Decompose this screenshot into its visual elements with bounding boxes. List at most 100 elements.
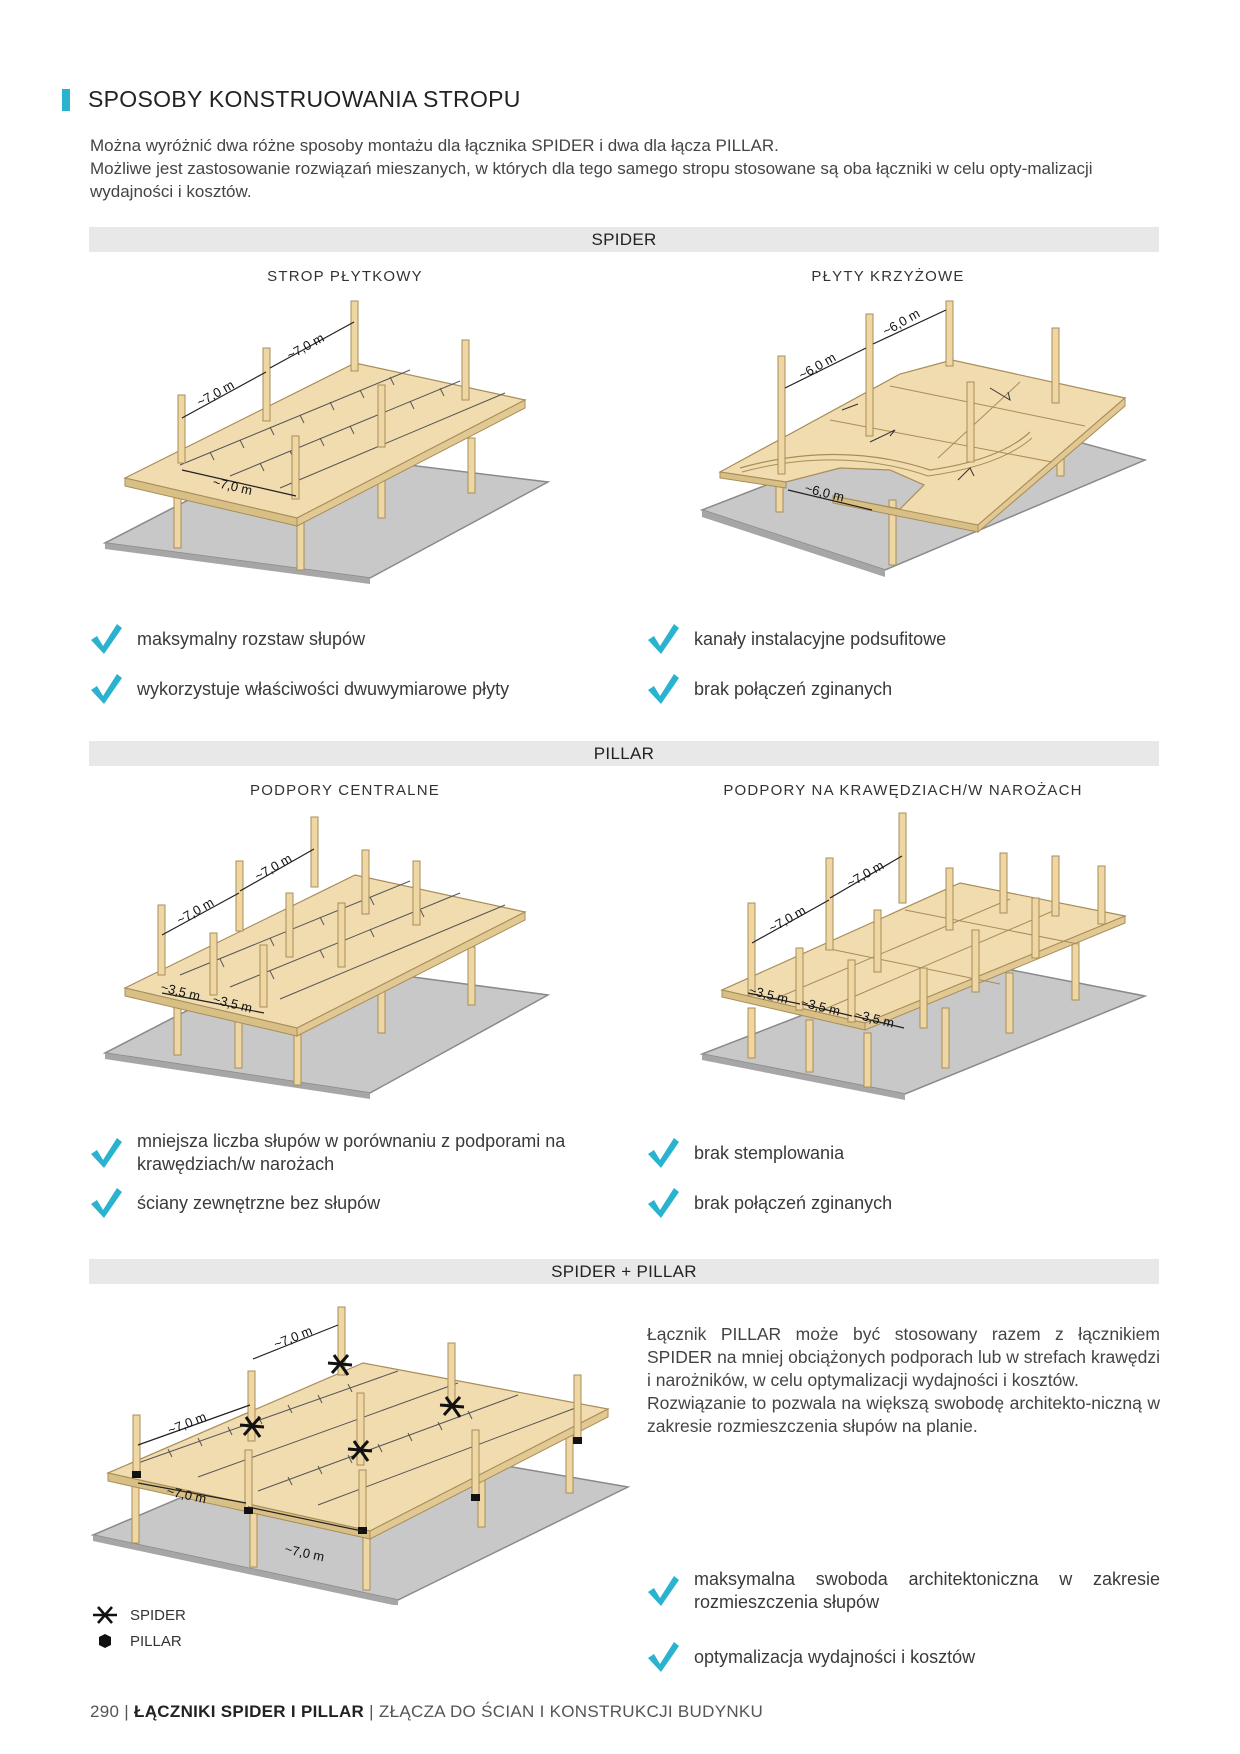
column [291, 435, 300, 500]
band-spider-pillar: SPIDER + PILLAR [89, 1259, 1159, 1284]
check-item: ściany zewnętrzne bez słupów [89, 1186, 380, 1220]
dimension-label: ~7,0 m [194, 377, 236, 410]
checkmark-icon [91, 1138, 122, 1168]
dimension-line [872, 309, 947, 345]
check-item: mniejsza liczba słupów w porównaniu z po… [89, 1130, 617, 1176]
column [209, 932, 218, 996]
dimension-label: ~7,0 m [252, 851, 294, 884]
pillar-icon [99, 1634, 111, 1648]
page-footer: 290 | ŁĄCZNIKI SPIDER I PILLAR | ZŁĄCZA … [90, 1702, 763, 1722]
checkmark-icon [91, 1188, 122, 1218]
combo-description: Łącznik PILLAR może być stosowany razem … [647, 1323, 1160, 1438]
check-item: wykorzystuje właściwości dwuwymiarowe pł… [89, 672, 509, 706]
page-number: 290 [90, 1702, 120, 1721]
illustration-spider-pillar: ~7,0 m ~7,0 m ~7,0 m ~7,0 m [90, 1306, 631, 1605]
column [805, 1019, 814, 1073]
column [337, 1306, 346, 1376]
column [795, 947, 804, 1011]
column [235, 860, 244, 932]
dimension-label: ~7,0 m [766, 903, 808, 936]
column [249, 1504, 258, 1568]
checkmark-icon [91, 624, 122, 654]
column [971, 929, 980, 993]
column [377, 384, 386, 448]
column [999, 852, 1008, 914]
check-item: brak połączeń zginanych [646, 1186, 892, 1220]
column [361, 849, 370, 915]
intro-paragraph: Można wyróżnić dwa różne sposoby montażu… [90, 134, 1160, 203]
column [471, 1429, 480, 1499]
band-pillar: PILLAR [89, 741, 1159, 766]
dimension-line [239, 848, 315, 892]
dimension-label: ~7,0 m [844, 858, 886, 891]
subtitle-strop-plytkowy: STROP PŁYTKOWY [267, 268, 423, 285]
pillar-marker [132, 1437, 582, 1534]
dimension-line [181, 371, 267, 419]
checkmark-icon [648, 1188, 679, 1218]
column [467, 437, 476, 494]
column [177, 394, 186, 464]
column [898, 812, 907, 904]
dimension-line [252, 1324, 339, 1360]
spider-marker [239, 1416, 265, 1438]
dimension-line [213, 1002, 265, 1014]
dimension-line [801, 1003, 853, 1017]
column [966, 381, 975, 463]
column [888, 499, 897, 566]
column [1071, 937, 1080, 1001]
subtitle-plyty-krzyzowe: PŁYTY KRZYŻOWE [811, 268, 965, 285]
column [337, 902, 346, 968]
column [919, 967, 928, 1029]
dimension-label: ~6,0 m [880, 306, 922, 339]
dimension-label: ~7,0 m [284, 330, 326, 363]
column [310, 816, 319, 888]
dimension-line [784, 347, 867, 389]
check-item: brak połączeń zginanych [646, 672, 892, 706]
check-item: kanały instalacyjne podsufitowe [646, 622, 946, 656]
footer-section: ZŁĄCZA DO ŚCIAN I KONSTRUKCJI BUDYNKU [378, 1702, 764, 1721]
footer-separator: | [124, 1702, 130, 1721]
dimension-label: ~6,0 m [796, 350, 838, 383]
check-item: optymalizacja wydajności i kosztów [646, 1640, 975, 1674]
column [945, 867, 954, 931]
checkmark-icon [648, 674, 679, 704]
spider-icon [93, 1606, 117, 1624]
section-heading: SPOSOBY KONSTRUOWANIA STROPU [62, 86, 521, 113]
column [747, 902, 756, 996]
dimension-label: ~7,0 m [174, 895, 216, 928]
spider-marker [347, 1440, 373, 1462]
checkmark-icon [648, 1576, 679, 1606]
column [565, 1432, 574, 1494]
combo-text-1: Łącznik PILLAR może być stosowany razem … [647, 1324, 1160, 1390]
legend-spider: SPIDER [92, 1602, 186, 1628]
legend: SPIDER PILLAR [92, 1602, 186, 1654]
column [825, 857, 834, 951]
dimension-line [247, 1506, 363, 1532]
legend-pillar: PILLAR [92, 1628, 186, 1654]
page-title: SPOSOBY KONSTRUOWANIA STROPU [88, 86, 521, 112]
column [747, 1007, 756, 1059]
dimension-line [161, 992, 215, 1004]
column [350, 300, 359, 372]
column [131, 1484, 140, 1544]
column [157, 904, 166, 976]
combo-text-2: Rozwiązanie to pozwala na większą swobod… [647, 1393, 1160, 1436]
column [1051, 855, 1060, 917]
column [259, 944, 268, 1008]
column [1005, 972, 1014, 1034]
checkmark-icon [91, 674, 122, 704]
check-item: maksymalny rozstaw słupów [89, 622, 365, 656]
heading-marker [62, 88, 70, 111]
dimension-line [747, 992, 801, 1005]
band-spider: SPIDER [89, 227, 1159, 252]
column [863, 1032, 872, 1088]
spider-marker [439, 1396, 465, 1418]
subtitle-podpory-centralne: PODPORY CENTRALNE [250, 782, 440, 799]
column [573, 1374, 582, 1442]
intro-line-1: Można wyróżnić dwa różne sposoby montażu… [90, 136, 779, 155]
dimension-line [181, 469, 297, 497]
illustration-podpory-krawedzie: ~7,0 m ~7,0 m ~3,5 m ~3,5 m ~3,5 m [700, 812, 1148, 1100]
checkmark-icon [648, 1642, 679, 1672]
dimension-line [137, 1482, 247, 1504]
column [358, 1469, 367, 1533]
